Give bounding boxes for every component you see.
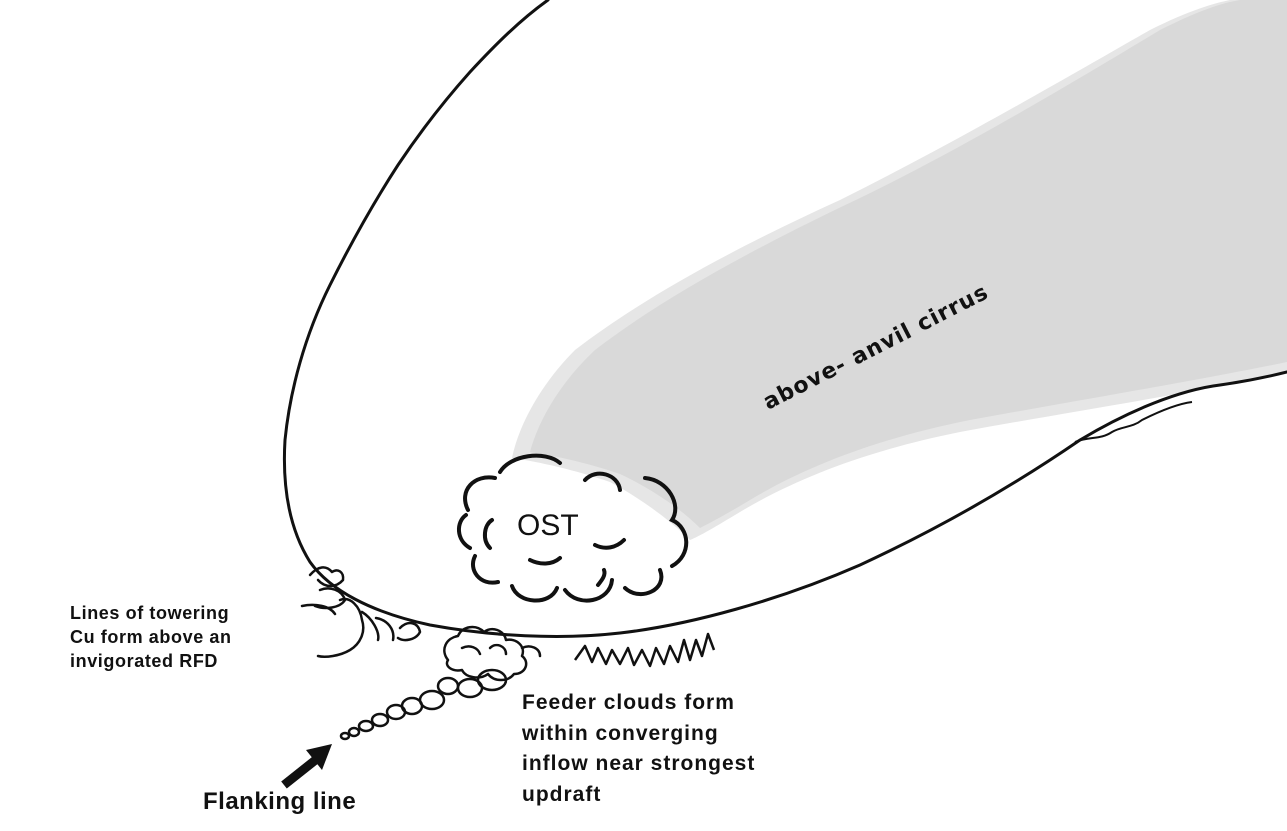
- anvil-outline-wiggle: [1074, 401, 1193, 443]
- feeder-clouds-label-line: inflow near strongest: [522, 752, 756, 775]
- towering-cu-label-line: Lines of towering: [70, 603, 230, 623]
- feeder-clouds-label: Feeder clouds form within converging inf…: [522, 688, 755, 810]
- feeder-clouds: [573, 632, 716, 668]
- towering-cu-label-line: invigorated RFD: [70, 651, 219, 671]
- feeder-clouds-label-line: Feeder clouds form: [522, 691, 735, 714]
- ost-label: OST: [517, 509, 579, 542]
- feeder-clouds-label-line: updraft: [522, 782, 602, 806]
- towering-cu: [300, 566, 422, 658]
- ost-cloud: [457, 453, 689, 603]
- flanking-line-label: Flanking line: [203, 788, 357, 815]
- towering-cu-label-line: Cu form above an: [70, 627, 232, 647]
- feeder-clouds-label-line: within converging: [522, 721, 719, 745]
- flanking-line-arrow: [281, 744, 332, 789]
- flanking-line-cells: [339, 668, 508, 741]
- base-cloud-clumps: [443, 625, 542, 682]
- above-anvil-cirrus-core: [530, 0, 1287, 528]
- towering-cu-label: Lines of towering Cu form above an invig…: [70, 601, 232, 673]
